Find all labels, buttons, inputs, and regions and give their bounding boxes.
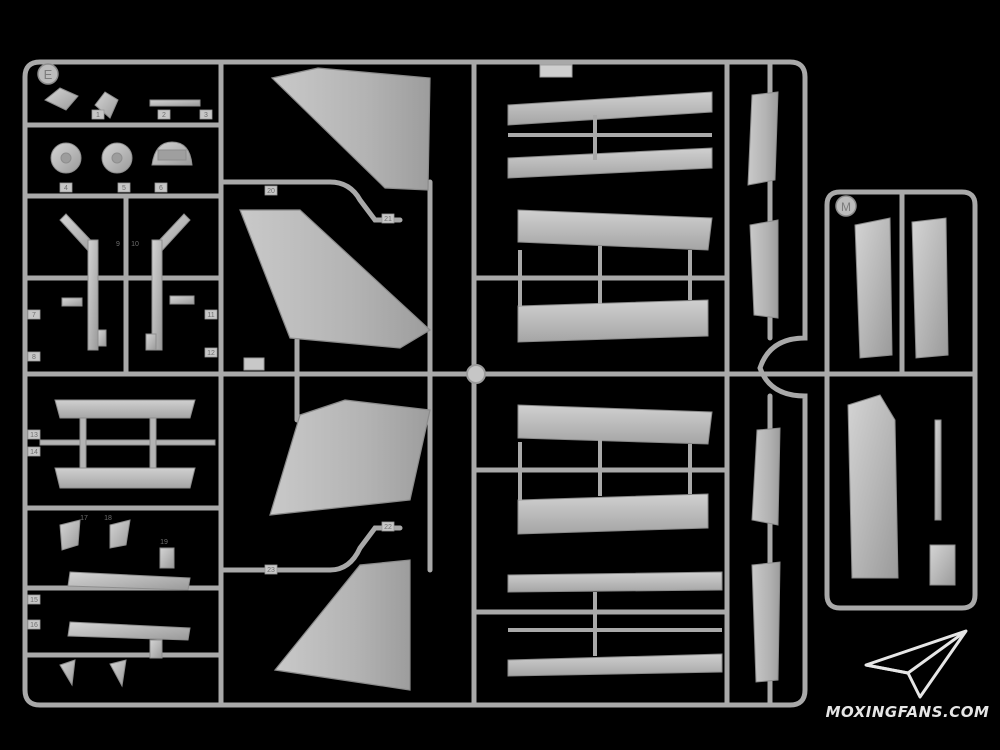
cockpit-parts <box>847 217 956 586</box>
part-number: 3 <box>204 112 208 119</box>
sprue-letter-tab-main: E <box>37 63 59 85</box>
sprue-hub <box>466 364 486 384</box>
part-number: 17 <box>80 515 88 522</box>
part-number: 14 <box>30 449 38 456</box>
part-number: 8 <box>32 354 36 361</box>
part-number: 2 <box>162 112 166 119</box>
part-number: 18 <box>104 515 112 522</box>
part-number: 10 <box>131 241 139 248</box>
part-number: 20 <box>267 188 275 195</box>
flap-connectors <box>508 115 722 656</box>
sprue-letter-main: E <box>44 67 53 82</box>
landing-gear-struts <box>59 213 195 351</box>
paper-plane-logo-icon <box>864 629 968 699</box>
wing-upper-2 <box>239 209 431 349</box>
part-number-tabs <box>27 109 395 630</box>
watermark-text: MOXINGFANS.COM <box>825 703 990 721</box>
part-number: 21 <box>384 216 392 223</box>
wing-parts <box>239 67 431 691</box>
part-number: 7 <box>32 312 36 319</box>
code-tab <box>243 357 265 371</box>
part-number: 1 <box>96 112 100 119</box>
part-number: 16 <box>30 622 38 629</box>
part-number: 12 <box>207 350 215 357</box>
part-number: 5 <box>122 185 126 192</box>
small-sprue-frame <box>790 189 978 611</box>
small-parts-top <box>44 87 201 174</box>
part-number: 11 <box>207 312 214 319</box>
small-parts-bottom <box>59 519 191 688</box>
part-number: 23 <box>267 567 275 574</box>
wing-upper-1 <box>270 67 431 191</box>
part-number: 4 <box>64 185 68 192</box>
part-number: 6 <box>159 185 163 192</box>
part-number: 13 <box>30 432 38 439</box>
flap-panels <box>507 91 723 677</box>
code-tab <box>539 64 573 78</box>
part-number: 19 <box>160 539 168 546</box>
part-number: 15 <box>30 597 38 604</box>
sprue-letter-tab-small: M <box>835 195 857 217</box>
fin-parts <box>747 91 781 683</box>
part-number: 22 <box>384 524 392 531</box>
sprue-letter-small: M <box>841 200 851 214</box>
wing-lower-1 <box>269 399 431 516</box>
wing-lower-2 <box>273 559 411 691</box>
part-number: 9 <box>116 241 120 248</box>
missile-parts <box>39 399 216 489</box>
